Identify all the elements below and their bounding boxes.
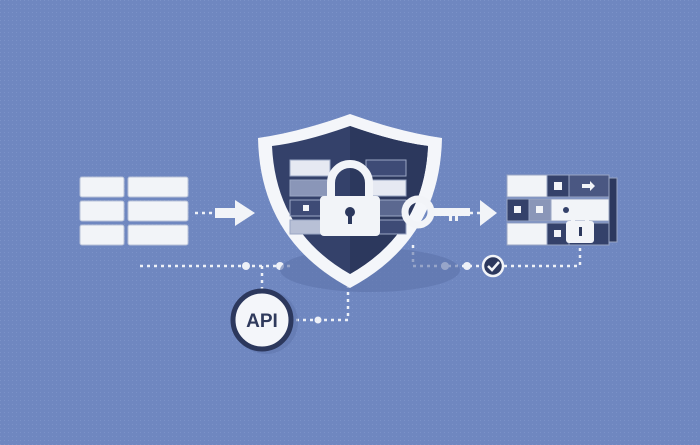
small-padlock-icon	[566, 207, 594, 243]
block-markers	[514, 181, 595, 237]
source-data-blocks	[79, 176, 189, 246]
check-icon	[481, 254, 505, 278]
api-label: API	[246, 311, 278, 332]
arrow-right-icon	[480, 200, 497, 226]
padlock-icon	[320, 160, 380, 236]
connector-lines	[140, 211, 582, 322]
arrow-right-icon	[215, 200, 255, 226]
api-badge: API	[230, 288, 298, 354]
key-icon	[401, 195, 470, 229]
